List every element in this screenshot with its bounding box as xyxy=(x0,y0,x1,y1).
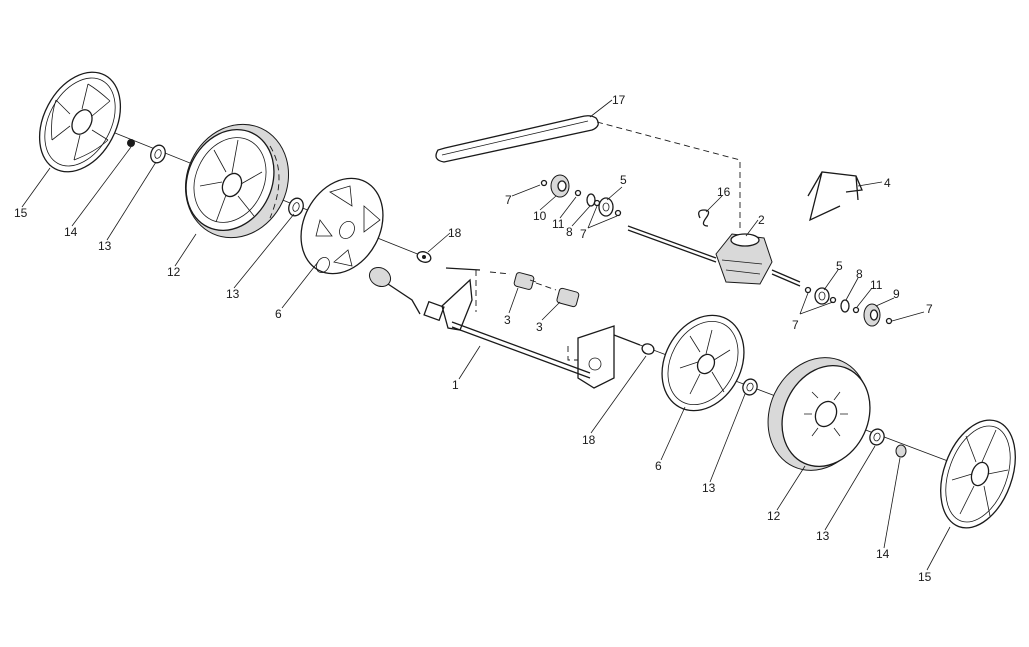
label-6-right: 6 xyxy=(655,459,662,473)
label-15-right: 15 xyxy=(918,570,932,584)
label-13-right-inner: 13 xyxy=(702,481,716,495)
hubcap-right xyxy=(940,419,1016,529)
label-4: 4 xyxy=(884,176,891,190)
label-1: 1 xyxy=(452,378,459,392)
height-adjust-lever xyxy=(368,266,473,331)
label-18-left: 18 xyxy=(448,226,462,240)
label-18-right: 18 xyxy=(582,433,596,447)
wheel-right xyxy=(767,357,871,471)
leader-lines xyxy=(21,99,951,571)
drive-belt xyxy=(435,115,599,163)
belt-guide-dashed-line xyxy=(596,121,741,232)
label-11-a: 11 xyxy=(552,217,565,231)
hubcap-left xyxy=(38,71,122,173)
bearing-right-outer xyxy=(869,428,885,446)
gear-stack-left xyxy=(540,174,622,217)
bushing-2 xyxy=(556,287,580,308)
label-13-right-outer: 13 xyxy=(816,529,830,543)
nut-right xyxy=(895,444,907,458)
washer-right xyxy=(641,343,655,355)
label-12-right: 12 xyxy=(767,509,781,523)
wheel-left xyxy=(184,123,290,239)
label-8-b: 8 xyxy=(856,267,863,281)
label-9: 9 xyxy=(893,287,900,301)
bushing-1 xyxy=(513,272,537,290)
label-7-a: 7 xyxy=(505,193,512,207)
axle-dashed-line-3 xyxy=(567,346,578,361)
label-14-left: 14 xyxy=(64,225,78,239)
label-7-b: 7 xyxy=(580,227,587,241)
bearing-left-inner xyxy=(288,197,304,217)
label-16: 16 xyxy=(717,185,731,199)
front-axle xyxy=(445,267,641,389)
label-12-left: 12 xyxy=(167,265,181,279)
gear-stack-right xyxy=(804,286,893,327)
label-7-c: 7 xyxy=(926,302,933,316)
label-13-left-inner: 13 xyxy=(226,287,240,301)
label-2: 2 xyxy=(758,213,765,227)
label-13-left-outer: 13 xyxy=(98,239,112,253)
gearbox xyxy=(715,233,773,285)
spring xyxy=(698,209,710,227)
wheel-cover-right xyxy=(661,314,745,412)
label-14-right: 14 xyxy=(876,547,890,561)
label-10: 10 xyxy=(533,209,547,223)
label-11-b: 11 xyxy=(870,278,883,292)
nut-left xyxy=(127,139,135,147)
label-7-d: 7 xyxy=(792,318,799,332)
label-3-a: 3 xyxy=(504,313,511,327)
bearing-right-inner xyxy=(742,378,758,396)
label-5-a: 5 xyxy=(620,173,627,187)
label-3-b: 3 xyxy=(536,320,543,334)
axle-dashed-line-2 xyxy=(489,271,511,275)
wheel-cover-left xyxy=(300,177,384,275)
bearing-left-outer xyxy=(150,144,166,164)
drive-shaft xyxy=(627,225,801,287)
label-6-left: 6 xyxy=(275,307,282,321)
pin-7a xyxy=(540,179,548,187)
bushing-dashed-line xyxy=(535,282,557,291)
washer-left xyxy=(416,251,432,263)
label-5-b: 5 xyxy=(836,259,843,273)
cable-bracket xyxy=(807,171,863,222)
label-15-left: 15 xyxy=(14,206,28,220)
label-8-a: 8 xyxy=(566,225,573,239)
label-17: 17 xyxy=(612,93,626,107)
